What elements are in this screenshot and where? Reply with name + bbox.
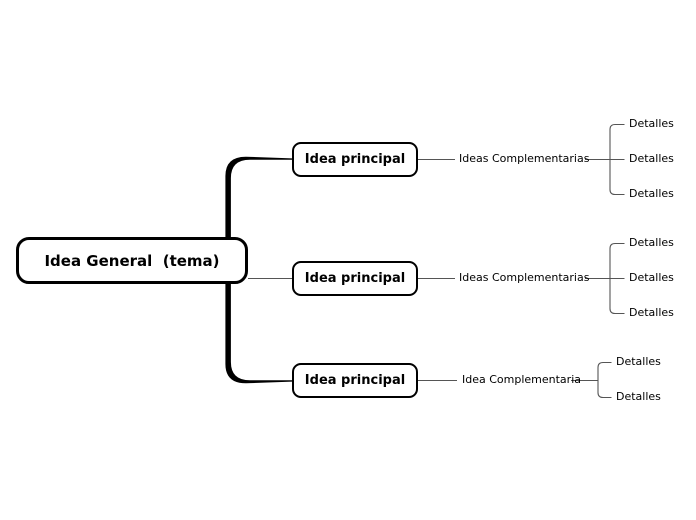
detail-topic-3-2[interactable]: Detalles bbox=[616, 390, 661, 403]
trunk-branch-bottom bbox=[225, 258, 292, 384]
main-idea-label-3: Idea principal bbox=[304, 373, 406, 388]
main-idea-label-1: Idea principal bbox=[304, 152, 406, 167]
detail-topic-3-1[interactable]: Detalles bbox=[616, 355, 661, 368]
root-topic-label: Idea General (tema) bbox=[44, 251, 220, 270]
main-idea-node-2[interactable]: Idea principal bbox=[292, 261, 418, 296]
bracket-details-group1 bbox=[609, 123, 625, 196]
main-idea-node-1[interactable]: Idea principal bbox=[292, 142, 418, 177]
detail-topic-2-1[interactable]: Detalles bbox=[629, 236, 674, 249]
detail-topic-1-2[interactable]: Detalles bbox=[629, 152, 674, 165]
root-topic-node[interactable]: Idea General (tema) bbox=[16, 237, 248, 284]
bracket-details-group3 bbox=[597, 361, 612, 399]
detail-topic-1-3[interactable]: Detalles bbox=[629, 187, 674, 200]
main-idea-label-2: Idea principal bbox=[304, 271, 406, 286]
main-idea-node-3[interactable]: Idea principal bbox=[292, 363, 418, 398]
detail-topic-2-3[interactable]: Detalles bbox=[629, 306, 674, 319]
detail-topic-2-2[interactable]: Detalles bbox=[629, 271, 674, 284]
bracket-details-group2 bbox=[609, 242, 625, 315]
trunk-branch-top bbox=[225, 156, 292, 262]
complementary-idea-topic-3[interactable]: Idea Complementaria bbox=[462, 373, 581, 386]
detail-topic-1-1[interactable]: Detalles bbox=[629, 117, 674, 130]
complementary-ideas-topic-1[interactable]: Ideas Complementarias bbox=[459, 152, 590, 165]
complementary-ideas-topic-2[interactable]: Ideas Complementarias bbox=[459, 271, 590, 284]
